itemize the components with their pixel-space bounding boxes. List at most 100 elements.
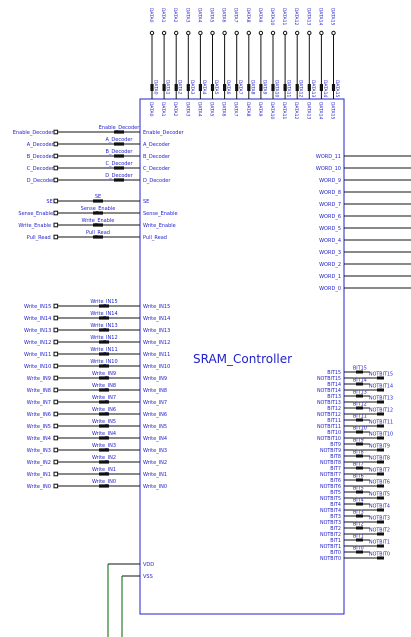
top-port-data12[interactable]	[295, 30, 300, 36]
left-port-label-pull-read: Pull_Read	[27, 235, 51, 241]
right-net-marker-notbit8	[377, 460, 384, 464]
right-net-marker-bit14	[356, 382, 363, 386]
left-port-label-write-in15: Write_IN15	[24, 304, 51, 310]
right-net-label-bit5: BIT5	[353, 486, 364, 492]
right-net-marker-notbit14	[377, 388, 384, 392]
top-pin-label-data9: DATA9	[257, 102, 263, 117]
right-net-label-notbit7: NOTBIT7	[369, 468, 390, 474]
right-net-label-bit12: BIT12	[353, 402, 367, 408]
left-port-label-write-in13: Write_IN13	[24, 328, 51, 334]
top-port-data2[interactable]	[174, 30, 179, 36]
right-net-marker-bit12	[356, 406, 363, 410]
left-port-label-write-in2: Write_IN2	[27, 460, 51, 466]
left-pin-label-enable-decoder: Enable_Decoder	[143, 130, 185, 136]
right-pin-label-word-1: WORD_1	[319, 274, 341, 280]
left-net-marker-pull-read	[93, 235, 103, 239]
left-port-write-in9[interactable]	[53, 375, 59, 381]
left-net-marker-b-decoder	[114, 154, 124, 158]
left-net-marker-sense-enable	[93, 211, 103, 215]
top-port-data4[interactable]	[198, 30, 203, 36]
top-port-data5[interactable]	[210, 30, 215, 36]
top-port-data1[interactable]	[161, 30, 167, 36]
left-net-marker-a-decoder	[114, 142, 124, 146]
left-write-pins: Write_IN15Write_IN15Write_IN15Write_IN14…	[24, 299, 170, 490]
top-port-data8[interactable]	[246, 30, 252, 36]
top-net-label-data7: DATA7	[237, 80, 243, 95]
left-port-label-b-decoder: B_Decoder	[27, 154, 55, 160]
left-pin-label-write-in8: Write_IN8	[143, 388, 167, 394]
left-port-write-in12[interactable]	[53, 339, 59, 345]
left-port-b-decoder[interactable]	[53, 153, 59, 159]
left-port-write-in8[interactable]	[53, 387, 59, 393]
left-net-marker-write-in8	[99, 388, 109, 392]
right-bit-pins: BIT15BIT15NOTBIT15NOTBIT15BIT14BIT14NOTB…	[317, 366, 393, 562]
left-port-sense-enable[interactable]	[53, 210, 59, 216]
top-port-data6[interactable]	[222, 30, 227, 36]
top-net-marker-data2	[174, 84, 178, 91]
left-port-label-write-in9: Write_IN9	[27, 376, 51, 382]
top-port-data15[interactable]	[331, 30, 336, 36]
controller-title: SRAM_Controller	[193, 352, 292, 366]
left-port-write-in5[interactable]	[53, 423, 59, 429]
left-port-d-decoder[interactable]	[53, 177, 59, 183]
left-port-a-decoder[interactable]	[53, 141, 59, 147]
left-port-write-in4[interactable]	[53, 435, 59, 441]
left-pin-label-write-in14: Write_IN14	[143, 316, 170, 322]
top-port-label-data12: DATA12	[293, 8, 299, 25]
left-net-label-pull-read: Pull_Read	[86, 230, 110, 236]
left-pin-label-sense-enable: Sense_Enable	[143, 211, 178, 217]
left-pin-label-se: SE	[143, 199, 149, 205]
left-port-c-decoder[interactable]	[53, 165, 59, 171]
top-net-marker-data5	[210, 84, 215, 91]
top-port-data9[interactable]	[258, 30, 264, 36]
left-pin-label-write-in15: Write_IN15	[143, 304, 170, 310]
left-port-write-in0[interactable]	[53, 483, 59, 489]
top-net-marker-data9	[259, 84, 263, 91]
right-pin-label-bit15: BIT15	[327, 370, 341, 376]
top-data-pins: DATA0DATA0DATA0DATA1DATA1DATA1DATA2DATA2…	[148, 8, 340, 119]
top-port-data3[interactable]	[186, 30, 191, 36]
top-port-data13[interactable]	[307, 30, 312, 36]
left-port-label-d-decoder: D_Decoder	[27, 178, 55, 184]
top-net-label-data12: DATA12	[298, 80, 304, 97]
left-port-write-in10[interactable]	[53, 363, 59, 369]
left-port-write-in1[interactable]	[53, 471, 59, 477]
right-net-marker-notbit3	[377, 520, 384, 524]
top-port-data10[interactable]	[270, 30, 276, 36]
left-port-write-in7[interactable]	[53, 399, 59, 405]
left-pin-label-pull-read: Pull_Read	[143, 235, 167, 241]
right-net-label-bit11: BIT11	[353, 414, 367, 420]
left-net-marker-c-decoder	[114, 166, 124, 170]
left-port-se[interactable]	[53, 198, 59, 204]
right-net-label-notbit1: NOTBIT1	[369, 540, 390, 546]
top-port-data0[interactable]	[149, 30, 155, 36]
left-port-write-in11[interactable]	[53, 351, 59, 357]
left-net-label-write-in1: Write_IN1	[92, 467, 116, 473]
top-port-data7[interactable]	[234, 30, 239, 36]
left-port-write-in3[interactable]	[53, 447, 59, 453]
top-port-data11[interactable]	[282, 30, 288, 36]
right-pin-label-word-7: WORD_7	[319, 202, 341, 208]
left-port-enable-decoder[interactable]	[53, 129, 59, 135]
top-port-data14[interactable]	[319, 30, 324, 36]
left-port-write-enable[interactable]	[53, 222, 59, 228]
left-port-write-in14[interactable]	[53, 315, 59, 321]
vss-pin-label: VSS	[143, 574, 153, 580]
left-port-label-c-decoder: C_Decoder	[27, 166, 55, 172]
left-port-label-write-in6: Write_IN6	[27, 412, 51, 418]
right-pin-label-bit5: BIT5	[330, 490, 341, 496]
left-port-write-in13[interactable]	[53, 327, 59, 333]
left-port-pull-read[interactable]	[53, 234, 59, 240]
right-pin-label-word-2: WORD_2	[319, 262, 341, 268]
right-pin-label-bit2: BIT2	[330, 526, 341, 532]
right-word-pins: WORD_11WORD_10WORD_9WORD_8WORD_7WORD_6WO…	[316, 154, 411, 292]
top-pin-label-data6: DATA6	[221, 102, 227, 117]
top-net-marker-data15	[331, 84, 336, 91]
left-port-write-in15[interactable]	[53, 303, 59, 309]
sram-controller-body[interactable]	[139, 98, 345, 615]
left-port-write-in2[interactable]	[53, 459, 59, 465]
left-net-marker-write-in12	[99, 340, 109, 344]
left-pin-label-write-in10: Write_IN10	[143, 364, 170, 370]
left-port-write-in6[interactable]	[53, 411, 59, 417]
